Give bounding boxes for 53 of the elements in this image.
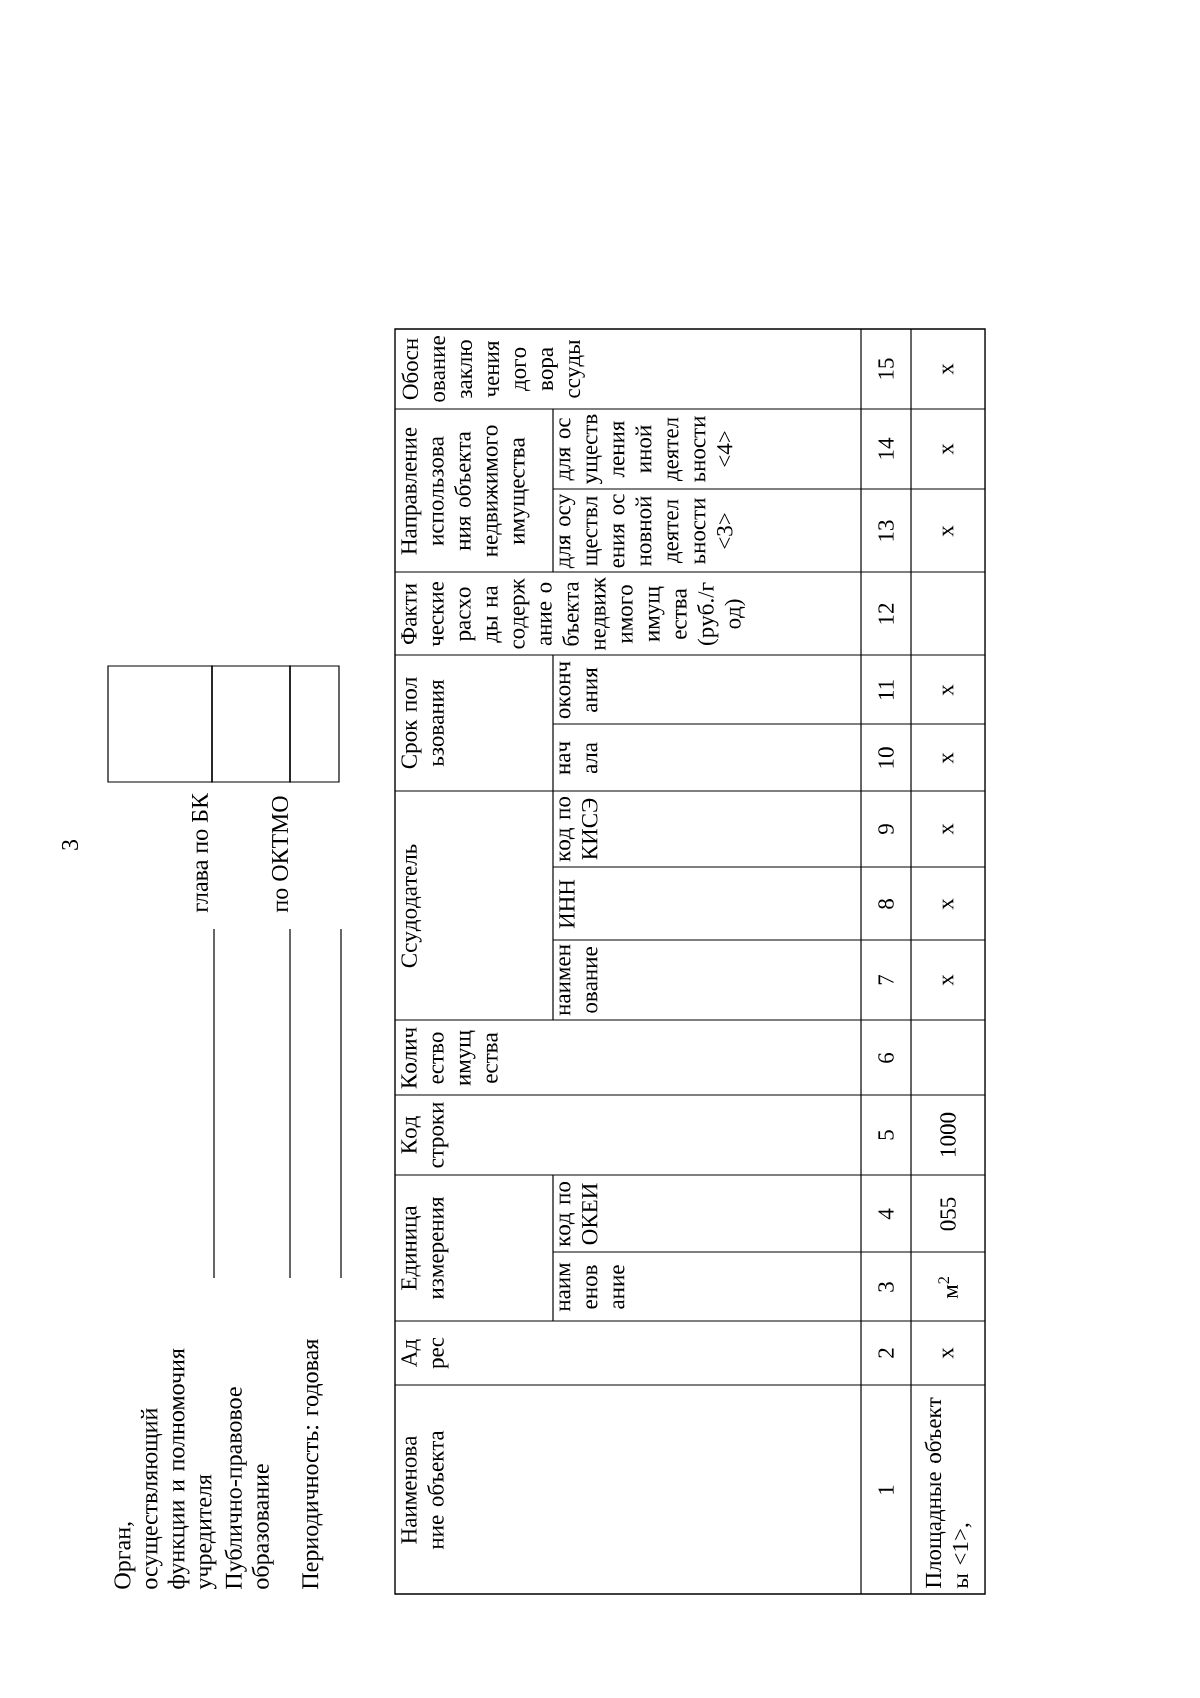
column-number: 7 (878, 974, 894, 985)
table-entry: x (942, 898, 954, 910)
table-entry: x (942, 363, 954, 375)
form-label: Орган, осуществляющий функции и полномочия учредителя (114, 1348, 217, 1590)
column-heading: Количество имущества (401, 1027, 498, 1089)
table-entry: x (942, 752, 954, 764)
column-number: 6 (878, 1052, 894, 1063)
column-heading: Наименование объекта (401, 1430, 444, 1550)
column-number: 2 (878, 1348, 894, 1358)
table-entry: м$^{2}$ (938, 1277, 958, 1299)
column-subheading: наименование (559, 1262, 625, 1312)
column-heading: Код строки (401, 1102, 449, 1168)
column-subheading: код по ОКЕИ (559, 1181, 598, 1247)
table-entry: x (942, 525, 954, 537)
column-heading: Направление использования объекта недвижимого имущества (401, 425, 530, 557)
table-entry: x (942, 684, 954, 696)
column-number: 15 (878, 358, 894, 379)
form-label: Периодичность: годовая (302, 1339, 324, 1589)
column-number: 10 (878, 747, 894, 768)
table-entry: x (942, 1347, 954, 1359)
column-number: 8 (878, 899, 894, 909)
table-entry: 055 (940, 1197, 956, 1231)
column-number: 14 (878, 437, 894, 459)
column-heading: Ссудодатель (401, 844, 422, 968)
column-number: 4 (878, 1208, 894, 1220)
column-number: 9 (878, 824, 894, 834)
column-number: 13 (878, 520, 894, 541)
table-entry: x (942, 443, 954, 455)
column-subheading: начала (559, 741, 598, 775)
table-entry: 1000 (940, 1112, 956, 1156)
column-subheading: окончания (559, 661, 598, 719)
column-number: 11 (878, 680, 894, 700)
column-subheading: для осуществления иной деятельности <4> (559, 414, 733, 484)
table-entry: x (942, 974, 954, 986)
column-number: 5 (878, 1130, 894, 1140)
column-heading: Адрес (401, 1337, 449, 1369)
column-heading: Фактические расходы на содержание объекта недвижимого имущества (руб./год) (401, 577, 746, 651)
column-heading: Единица измерения (401, 1196, 449, 1300)
column-subheading: код по КИСЭ (559, 796, 598, 862)
column-number: 1 (878, 1485, 894, 1494)
column-number: 12 (878, 603, 894, 624)
table-entry: Площадные объекты <1>, (924, 1397, 972, 1589)
column-heading: Срок пользования (401, 677, 444, 769)
column-heading: Обоснование заключения договора ссуды (401, 336, 585, 402)
column-subheading: ИНН (559, 879, 575, 929)
form-label: Публично-правовое образование (224, 1387, 274, 1589)
column-subheading: наименование (559, 944, 598, 1016)
page-number: 3 (61, 839, 79, 850)
form-label: глава по БК (192, 792, 208, 913)
table-entry: x (942, 823, 954, 835)
form-label: по ОКТМО (271, 796, 289, 913)
column-number: 3 (878, 1282, 894, 1292)
column-subheading: для осуществления основной деятельности <3> (559, 493, 733, 569)
